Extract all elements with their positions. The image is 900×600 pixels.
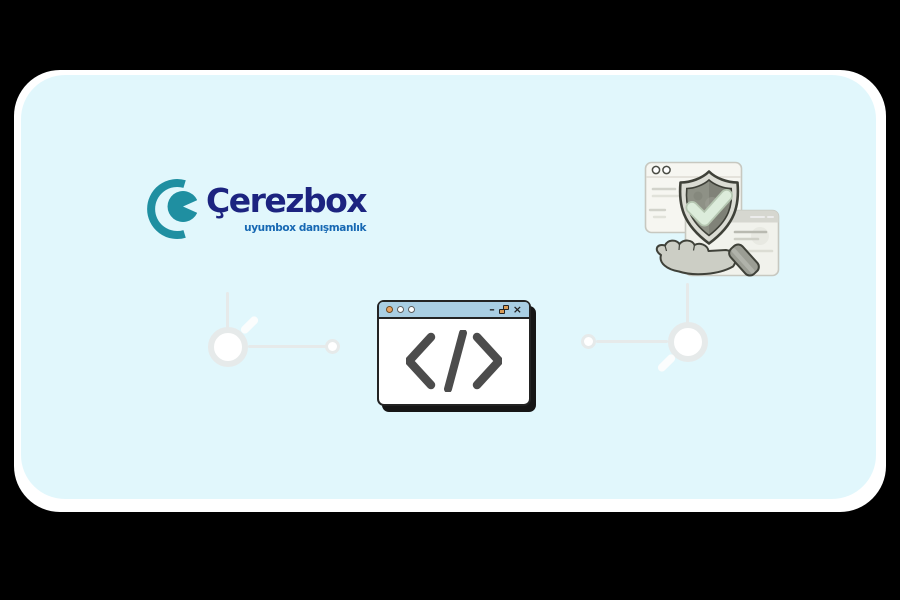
cookie-c-logo-icon: [147, 179, 197, 239]
magnifier-handle-left: [239, 314, 260, 336]
connector-line-vertical-left: [226, 292, 229, 328]
cerezbox-logo[interactable]: Çerezbox uyumbox danışmanlık: [147, 178, 368, 240]
hand-icon: [655, 239, 737, 276]
window-dot-icon: [397, 306, 404, 313]
shield-icon: [678, 170, 740, 245]
code-icon: [406, 330, 502, 392]
magnifier-handle-right: [656, 352, 677, 374]
close-icon: ×: [512, 303, 522, 316]
connector-dot-left: [325, 339, 340, 354]
security-illustration: [644, 161, 780, 277]
minimize-icon: –: [489, 303, 495, 316]
magnifier-node-left: [208, 327, 248, 367]
sleeve-cuff-icon: [728, 243, 760, 277]
connector-dot-right: [581, 334, 596, 349]
connector-line-horizontal-right: [596, 340, 668, 343]
hero-card: Çerezbox uyumbox danışmanlık – ×: [21, 75, 876, 499]
window-dot-icon: [408, 306, 415, 313]
brand-name: Çerezbox: [206, 181, 368, 220]
window-titlebar: – ×: [379, 302, 529, 319]
connector-line-vertical-right: [686, 283, 689, 323]
restore-icon: [498, 305, 509, 314]
window-body: [379, 319, 529, 403]
window-dot-icon: [386, 306, 393, 313]
connector-line-horizontal-left: [248, 345, 328, 348]
page-background: Çerezbox uyumbox danışmanlık – ×: [14, 70, 886, 512]
brand-tagline: uyumbox danışmanlık: [244, 221, 367, 234]
code-browser-window: – ×: [377, 300, 531, 406]
logo-text: Çerezbox uyumbox danışmanlık: [206, 181, 368, 234]
